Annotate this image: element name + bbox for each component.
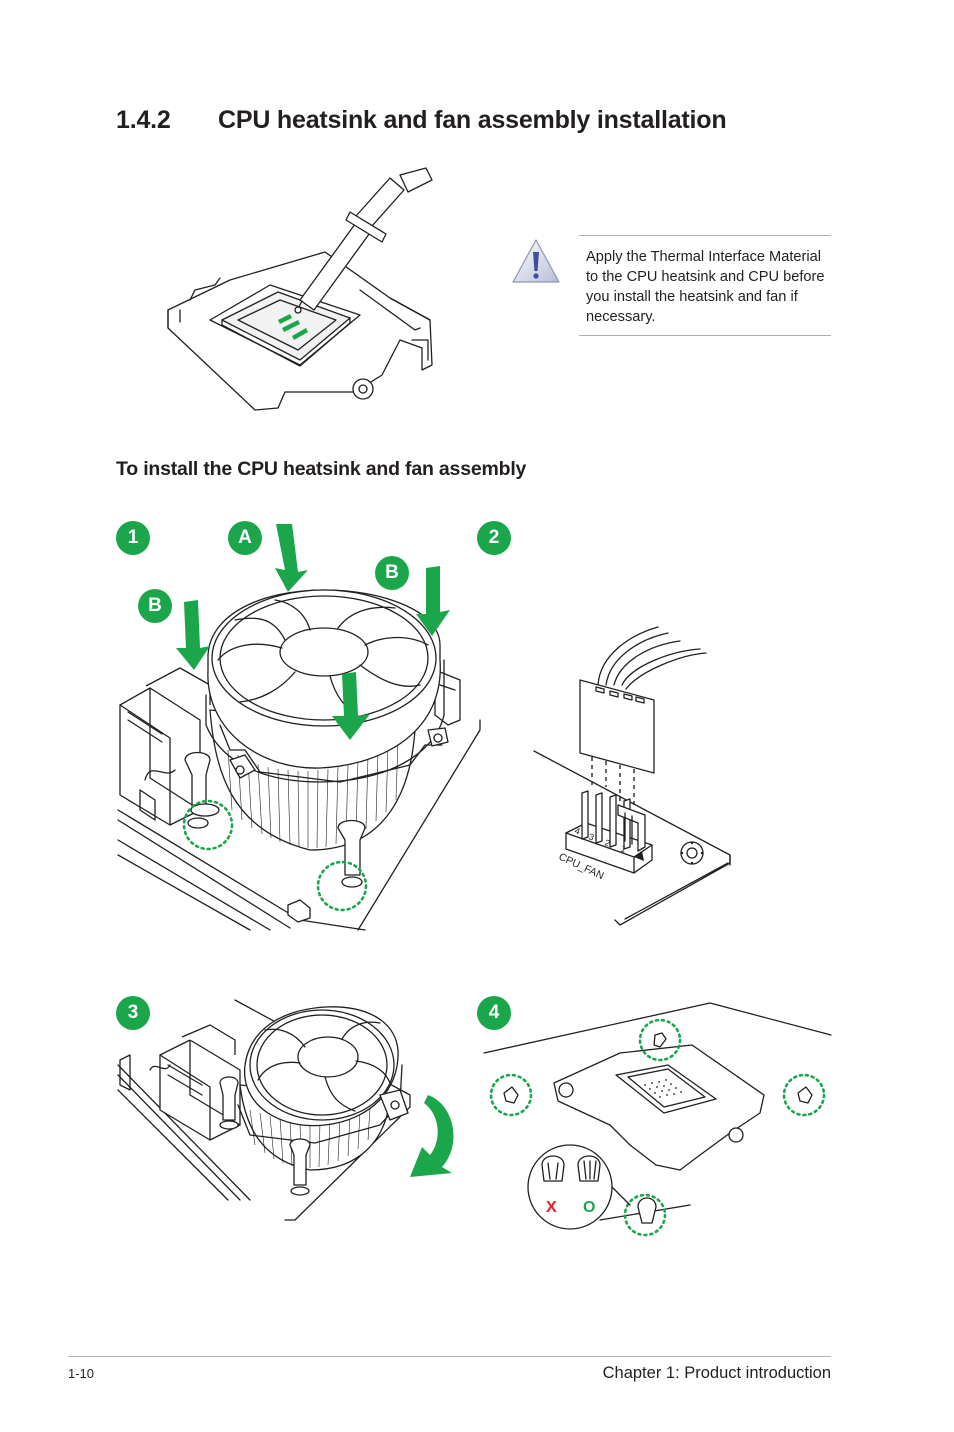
step-2-badge: 2 [477, 521, 511, 555]
step-1-heatsink-illustration [117, 524, 481, 931]
step-3-badge: 3 [116, 996, 150, 1030]
pin-number-3: 3 [587, 831, 595, 842]
section-title: CPU heatsink and fan assembly installati… [218, 106, 727, 134]
step-4-badge: 4 [477, 996, 511, 1030]
pin-number-1: 1 [619, 843, 627, 854]
page-number: 1-10 [68, 1366, 95, 1381]
thermal-paste-illustration [167, 167, 433, 411]
warning-triangle-icon [512, 239, 560, 283]
pin-number-2: 2 [603, 837, 611, 848]
step-3-locked-heatsink-illustration [117, 999, 454, 1221]
section-heading: 1.4.2 CPU heatsink and fan assembly insta… [116, 106, 727, 135]
note-rule-top [579, 235, 831, 236]
callout-b-right: B [375, 556, 409, 590]
step-1-badge: 1 [116, 521, 150, 555]
step-4-fastener-illustration: X O [483, 1002, 832, 1237]
section-number: 1.4.2 [116, 106, 171, 134]
pin-number-4: 4 [573, 825, 581, 836]
note-rule-bottom [579, 335, 831, 336]
fastener-right-mark: O [583, 1199, 595, 1216]
step-2-connector-illustration: 4 3 2 1 CPU_FAN [533, 626, 731, 926]
footer-rule [68, 1356, 831, 1357]
heatsink-fins [227, 739, 399, 849]
procedure-title: To install the CPU heatsink and fan asse… [116, 458, 527, 480]
callout-a-top: A [228, 521, 262, 555]
socket-pin-dots [644, 1079, 682, 1098]
fastener-wrong-mark: X [546, 1199, 557, 1216]
chapter-title: Chapter 1: Product introduction [602, 1364, 831, 1382]
note-text: Apply the Thermal Interface Material to … [586, 249, 825, 325]
callout-b-left: B [138, 589, 172, 623]
